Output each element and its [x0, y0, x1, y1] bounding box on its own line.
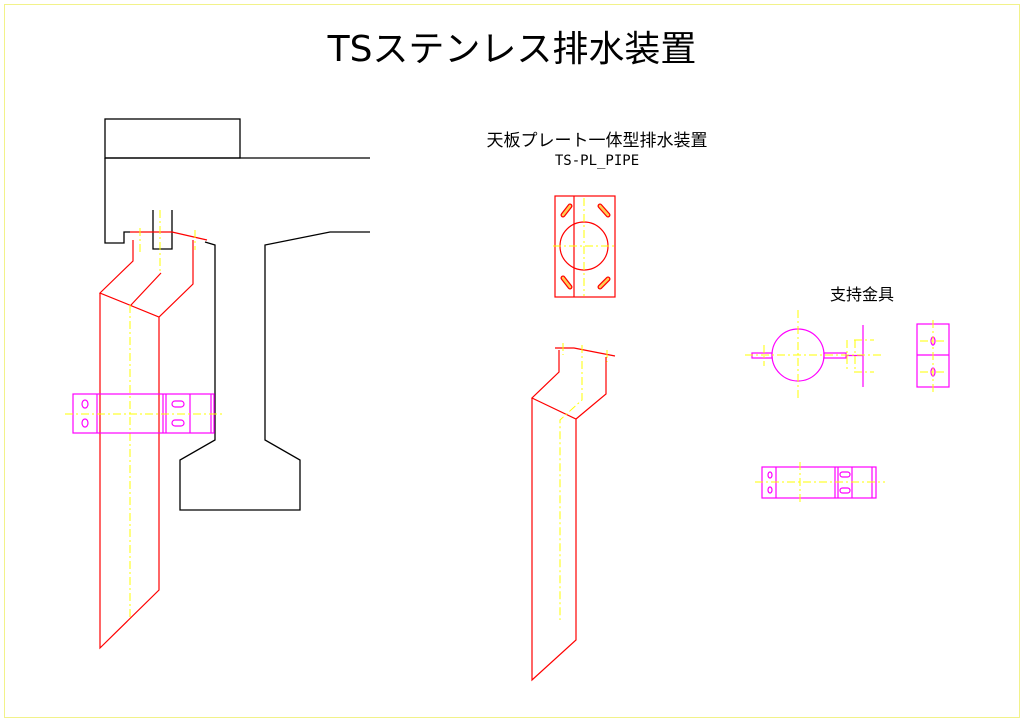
product-code: TS-PL_PIPE	[554, 153, 640, 169]
drain-pipe-installed	[98, 210, 208, 650]
girder-section	[104, 118, 370, 511]
drain-pipe-side	[530, 343, 616, 682]
drawing-title: TSステンレス排水装置	[327, 29, 697, 70]
support-bracket-views	[745, 310, 950, 503]
drawing-border	[4, 4, 1020, 718]
support-bracket-installed	[65, 393, 225, 434]
top-plate-plan	[553, 195, 617, 298]
product-name: 天板プレート一体型排水装置	[486, 131, 708, 151]
bracket-label: 支持金具	[829, 285, 895, 304]
